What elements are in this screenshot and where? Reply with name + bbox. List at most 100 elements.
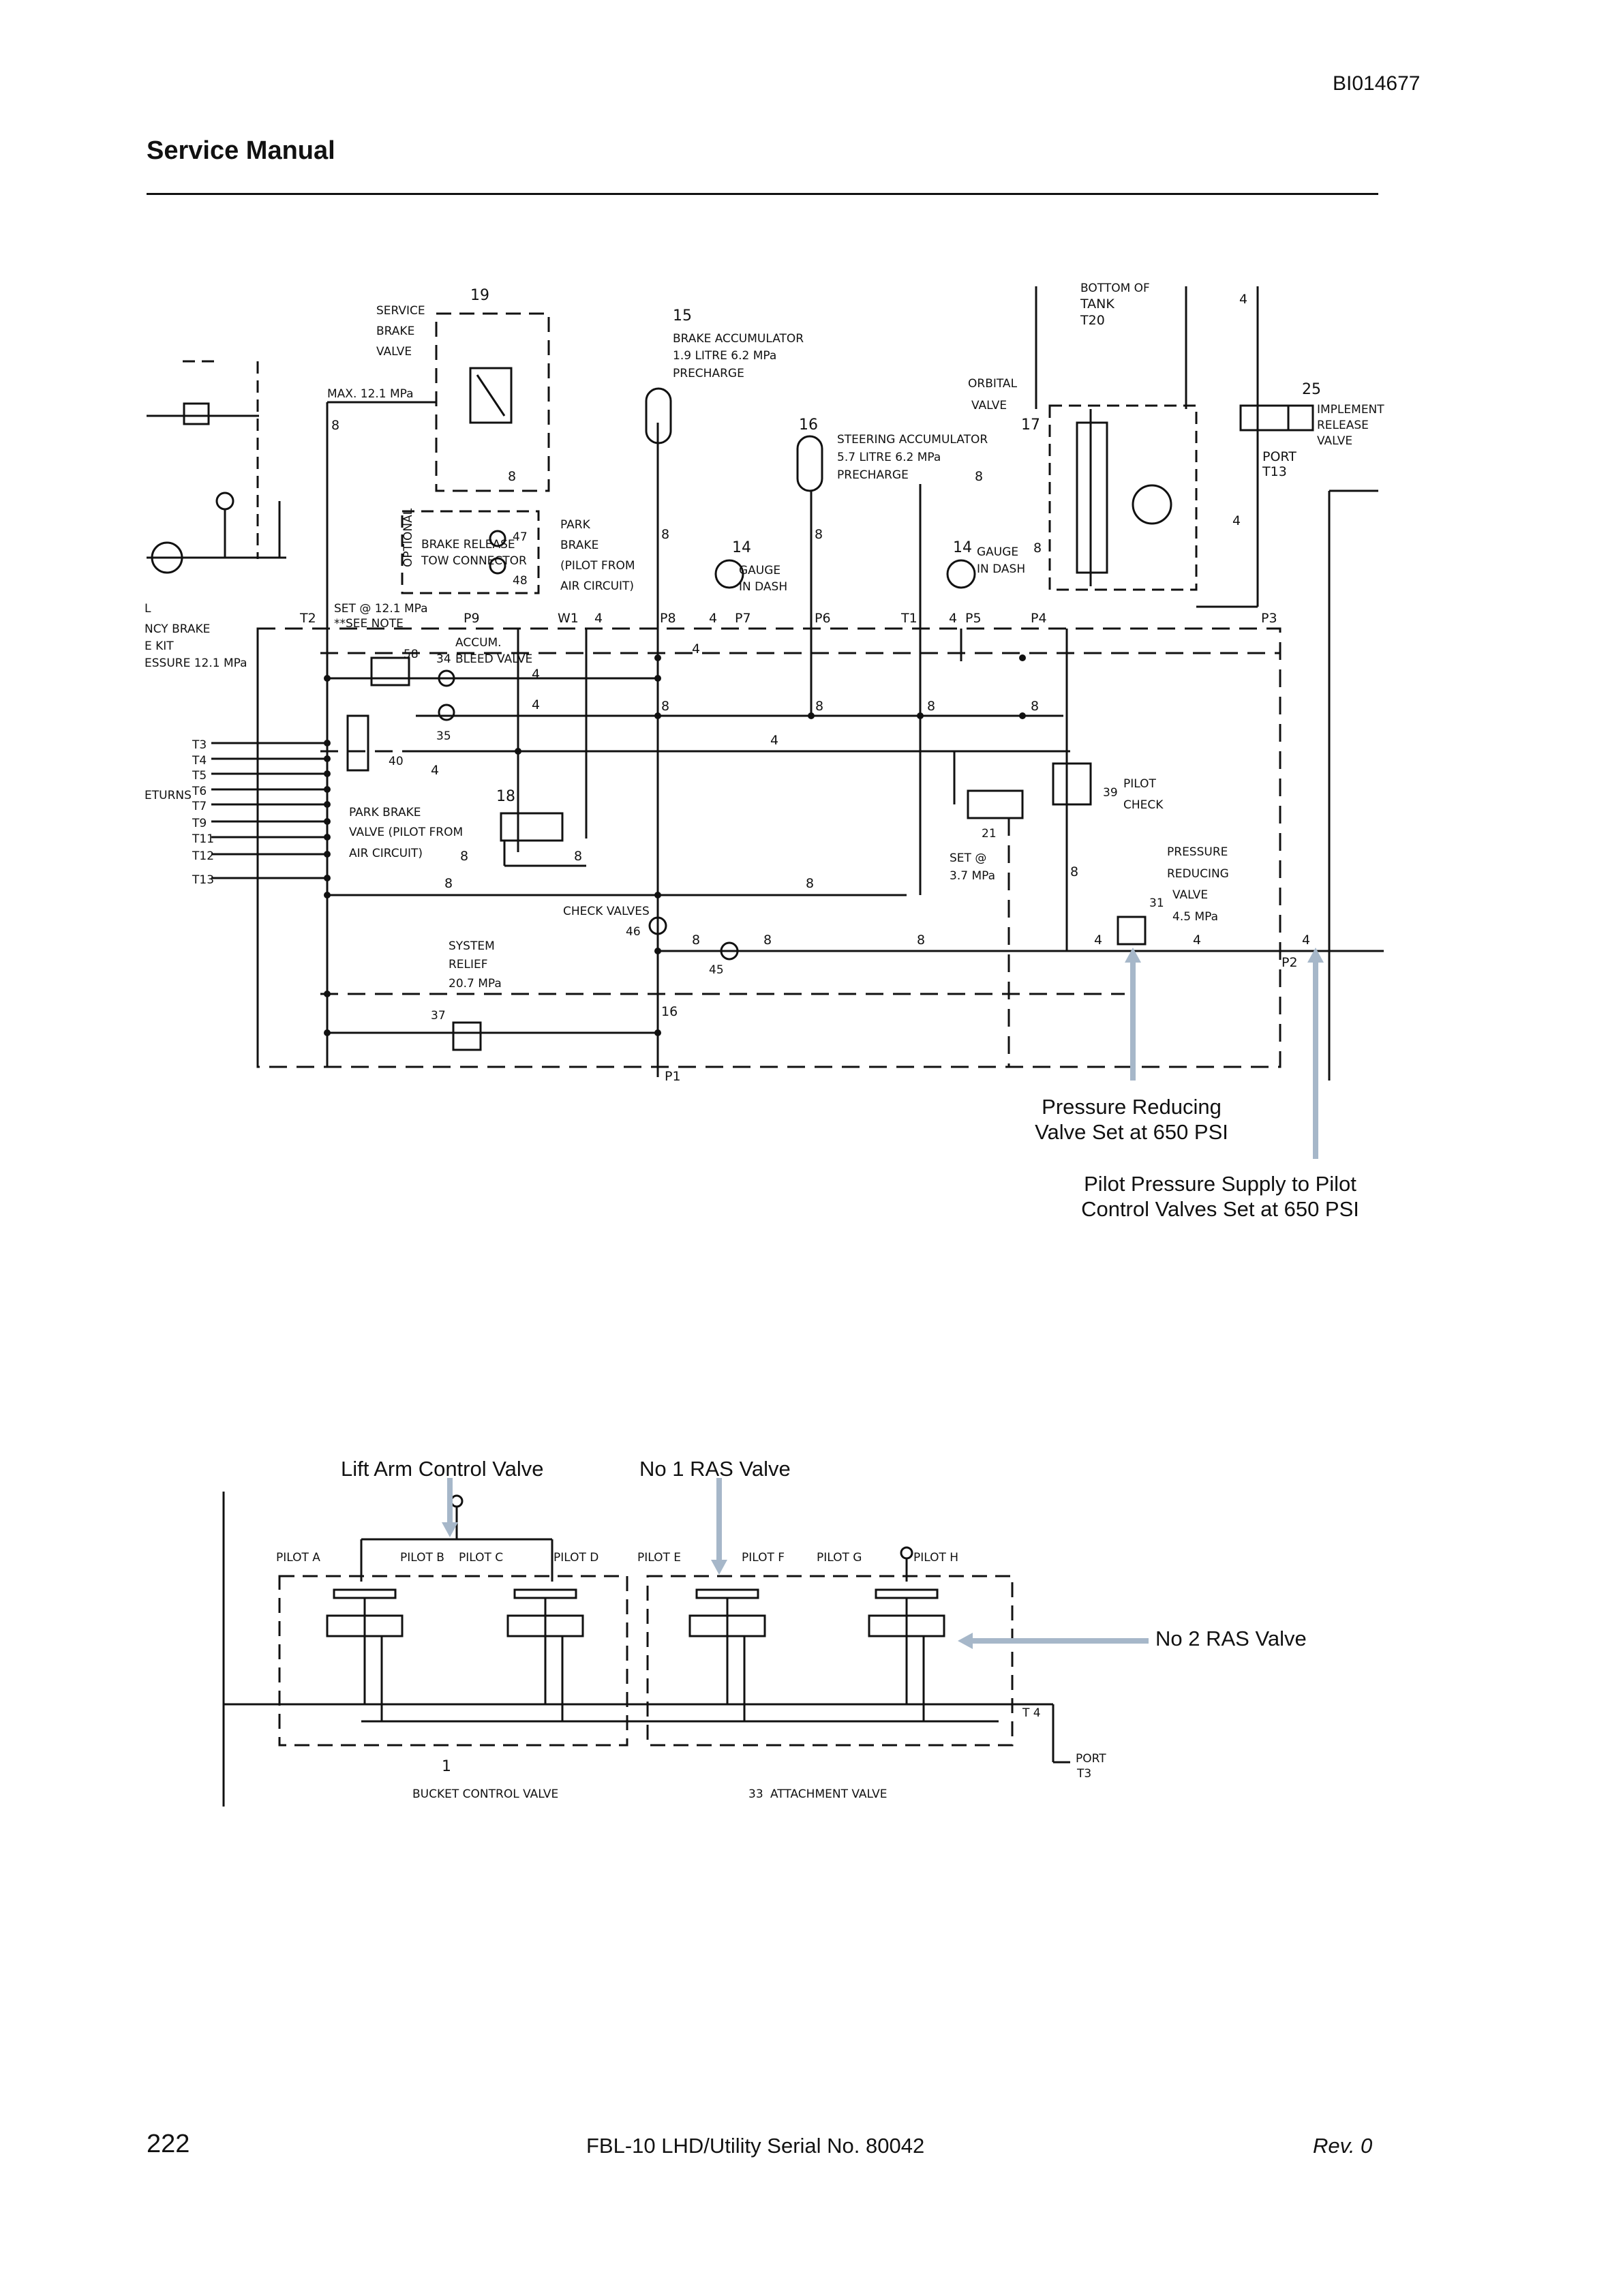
implement-release-line-2: RELEASE xyxy=(1317,419,1369,432)
implement-release-line-1: IMPLEMENT xyxy=(1317,403,1384,417)
brake-accumulator-line-1: BRAKE ACCUMULATOR xyxy=(673,332,804,346)
pressure-reducing-callout-line-1: Pressure Reducing xyxy=(1042,1095,1222,1119)
line-size-4: 4 xyxy=(1239,292,1247,307)
service-brake-label-3: VALVE xyxy=(376,345,412,359)
port-t3-line-1: PORT xyxy=(1076,1752,1106,1766)
pilot-g-label: PILOT G xyxy=(817,1551,862,1565)
steering-accumulator-number: 16 xyxy=(799,417,818,434)
returns-label: ETURNS xyxy=(145,789,192,802)
accum-bleed-number-2: 35 xyxy=(436,729,451,743)
port-p2: P2 xyxy=(1281,955,1298,970)
return-t9: T9 xyxy=(192,817,207,830)
line-size-4: 4 xyxy=(1193,933,1201,948)
pilot-supply-callout-line-2: Control Valves Set at 650 PSI xyxy=(1081,1197,1359,1221)
no2-ras-arrowhead xyxy=(958,1633,973,1649)
park-brake-air-line-4: AIR CIRCUIT) xyxy=(560,579,634,593)
left-label-3: E KIT xyxy=(145,639,174,653)
system-relief-line-3: 20.7 MPa xyxy=(449,977,502,991)
port-t2: T2 xyxy=(299,611,316,626)
line-size-8: 8 xyxy=(1070,864,1078,879)
optional-label: OPTIONAL xyxy=(401,508,415,567)
pressure-reducing-line-4: 4.5 MPa xyxy=(1172,910,1218,924)
line-size-8: 8 xyxy=(508,469,516,484)
valve-40-number: 40 xyxy=(389,755,404,768)
no1-ras-callout: No 1 RAS Valve xyxy=(639,1457,791,1481)
park-brake-air-line-1: PARK xyxy=(560,518,591,532)
service-brake-number: 19 xyxy=(470,287,489,304)
valve-21-line-1: SET @ xyxy=(950,851,986,865)
park-brake-air-line-2: BRAKE xyxy=(560,539,598,552)
line-size-8: 8 xyxy=(460,849,468,864)
no1-ras-arrowhead xyxy=(711,1560,727,1575)
port-t13-line-1: PORT xyxy=(1262,449,1296,464)
valve-58-number: 58 xyxy=(404,648,419,661)
line-size-8: 8 xyxy=(574,849,582,864)
orbital-valve-line-2: VALVE xyxy=(971,399,1007,412)
port-p7: P7 xyxy=(735,611,751,626)
accum-bleed-number-1: 34 xyxy=(436,652,451,666)
line-size-8: 8 xyxy=(661,699,669,714)
implement-release-line-3: VALVE xyxy=(1317,434,1352,448)
accum-bleed-line-2: BLEED VALVE xyxy=(455,652,532,666)
park-brake-valve-number: 18 xyxy=(496,788,515,805)
header-rule xyxy=(147,193,1378,195)
tank-label-1: BOTTOM OF xyxy=(1080,282,1150,295)
pressure-reducing-line-2: REDUCING xyxy=(1167,867,1229,881)
system-relief-line-1: SYSTEM xyxy=(449,939,495,953)
gauge-b-line-1: GAUGE xyxy=(977,545,1018,559)
pilot-c-label: PILOT C xyxy=(459,1551,503,1565)
line-size-4: 4 xyxy=(1094,933,1102,948)
port-w1: W1 xyxy=(558,611,579,626)
park-brake-valve-line-1: PARK BRAKE xyxy=(349,806,421,819)
check-valves-label: CHECK VALVES xyxy=(563,905,650,918)
page-number: 222 xyxy=(147,2130,190,2158)
attachment-valve-number: 33 xyxy=(748,1787,763,1801)
tank-label-3: T20 xyxy=(1080,313,1105,328)
line-size-4: 4 xyxy=(532,667,540,682)
valve-21-line-2: 3.7 MPa xyxy=(950,869,995,883)
return-t4: T4 xyxy=(192,754,207,768)
pilot-supply-callout: Pilot Pressure Supply to Pilot Control V… xyxy=(1070,1171,1370,1222)
brake-release-number-1: 47 xyxy=(513,530,528,544)
lift-arm-arrowhead xyxy=(442,1522,458,1537)
attachment-valve-label: ATTACHMENT VALVE xyxy=(770,1787,888,1801)
return-t13: T13 xyxy=(192,873,214,887)
brake-release-line-2: TOW CONNECTOR xyxy=(421,554,527,568)
line-size-8: 8 xyxy=(806,876,814,891)
gauge-a-line-2: IN DASH xyxy=(739,580,787,594)
line-size-8: 8 xyxy=(917,933,925,948)
service-brake-label-2: BRAKE xyxy=(376,324,414,338)
pilot-check-line-1: PILOT xyxy=(1123,777,1157,791)
gauge-a-number: 14 xyxy=(732,539,751,556)
port-p1: P1 xyxy=(665,1069,681,1084)
service-brake-max: MAX. 12.1 MPa xyxy=(327,387,414,401)
footer-serial: FBL-10 LHD/Utility Serial No. 80042 xyxy=(586,2134,925,2158)
pilot-f-label: PILOT F xyxy=(742,1551,785,1565)
brake-accumulator-line-3: PRECHARGE xyxy=(673,367,744,380)
port-t1: T1 xyxy=(900,611,917,626)
line-size-8: 8 xyxy=(975,469,983,484)
pilot-supply-arrowhead xyxy=(1307,948,1324,963)
implement-release-number: 25 xyxy=(1302,381,1321,398)
pilot-e-label: PILOT E xyxy=(637,1551,681,1565)
system-relief-number: 37 xyxy=(431,1009,446,1023)
line-size-8: 8 xyxy=(815,527,823,542)
brake-release-number-2: 48 xyxy=(513,574,528,588)
no2-ras-callout: No 2 RAS Valve xyxy=(1155,1627,1307,1650)
brake-release-line-1: BRAKE RELEASE xyxy=(421,538,515,552)
line-size-4: 4 xyxy=(1302,933,1310,948)
pilot-check-line-2: CHECK xyxy=(1123,798,1164,812)
pilot-d-label: PILOT D xyxy=(553,1551,598,1565)
line-size-8: 8 xyxy=(661,527,669,542)
line-size-4: 4 xyxy=(949,611,957,626)
bucket-valve-label: BUCKET CONTROL VALVE xyxy=(412,1787,558,1801)
port-t3-line-2: T3 xyxy=(1076,1767,1091,1781)
port-p6: P6 xyxy=(815,611,831,626)
lift-arm-callout: Lift Arm Control Valve xyxy=(341,1457,544,1481)
steering-accumulator-line-3: PRECHARGE xyxy=(837,468,909,482)
line-size-4: 4 xyxy=(594,611,603,626)
bucket-valve-number: 1 xyxy=(442,1758,451,1775)
line-size-4: 4 xyxy=(770,733,778,748)
port-p9: P9 xyxy=(464,611,480,626)
